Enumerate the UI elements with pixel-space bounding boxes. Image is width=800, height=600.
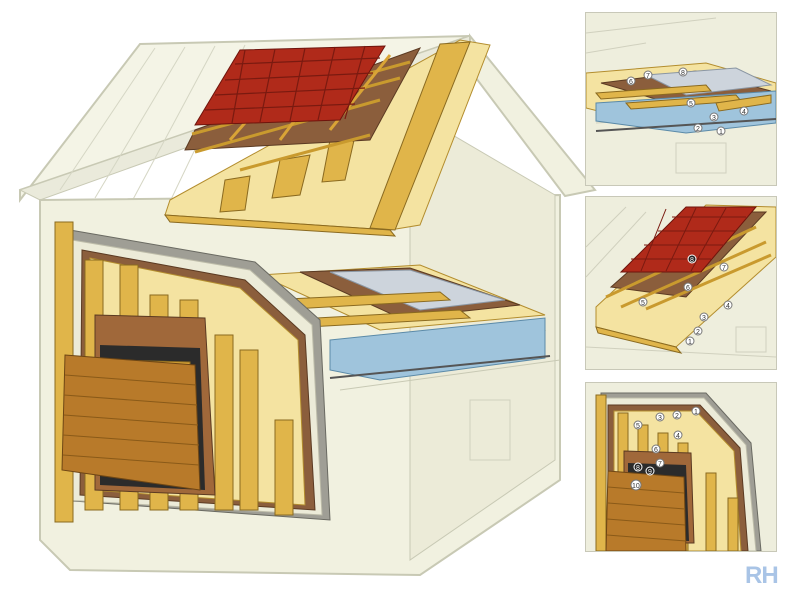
svg-text:9: 9 — [648, 469, 652, 476]
svg-text:5: 5 — [689, 101, 693, 108]
svg-text:4: 4 — [742, 109, 746, 116]
svg-text:10: 10 — [632, 483, 640, 490]
svg-text:6: 6 — [686, 285, 690, 292]
svg-text:6: 6 — [629, 79, 633, 86]
svg-text:1: 1 — [719, 129, 723, 136]
svg-text:1: 1 — [688, 339, 692, 346]
svg-text:3: 3 — [702, 315, 706, 322]
rh-logo: RH — [745, 562, 779, 589]
roof-layers — [163, 39, 491, 237]
wall-layers — [54, 221, 331, 523]
inset-roof-labels: 1 2 3 4 5 6 7 8 — [638, 254, 733, 346]
inset-wall-labels: 1 2 3 4 5 6 7 8 9 10 — [630, 406, 701, 491]
svg-text:7: 7 — [722, 265, 726, 272]
svg-text:2: 2 — [675, 413, 679, 420]
svg-text:4: 4 — [676, 433, 680, 440]
inset-roof-detail: 1 2 3 4 5 6 7 8 — [585, 196, 777, 370]
inset-wall-detail: 1 2 3 4 5 6 7 8 9 10 — [585, 382, 777, 552]
svg-text:3: 3 — [712, 115, 716, 122]
roof-tiles — [194, 45, 386, 126]
inset-floor-detail: 1 2 3 4 5 6 7 8 — [585, 12, 777, 186]
svg-text:4: 4 — [726, 303, 730, 310]
svg-text:2: 2 — [696, 126, 700, 133]
svg-text:8: 8 — [690, 257, 694, 264]
svg-text:5: 5 — [641, 300, 645, 307]
wall-cladding — [61, 354, 201, 491]
svg-text:7: 7 — [658, 461, 662, 468]
svg-text:8: 8 — [636, 465, 640, 472]
svg-text:3: 3 — [658, 415, 662, 422]
svg-text:8: 8 — [681, 70, 685, 77]
svg-text:6: 6 — [654, 447, 658, 454]
inset-floor-labels: 1 2 3 4 5 6 7 8 — [626, 67, 749, 136]
svg-text:1: 1 — [694, 409, 698, 416]
svg-text:5: 5 — [636, 423, 640, 430]
svg-text:2: 2 — [696, 329, 700, 336]
svg-text:7: 7 — [646, 73, 650, 80]
